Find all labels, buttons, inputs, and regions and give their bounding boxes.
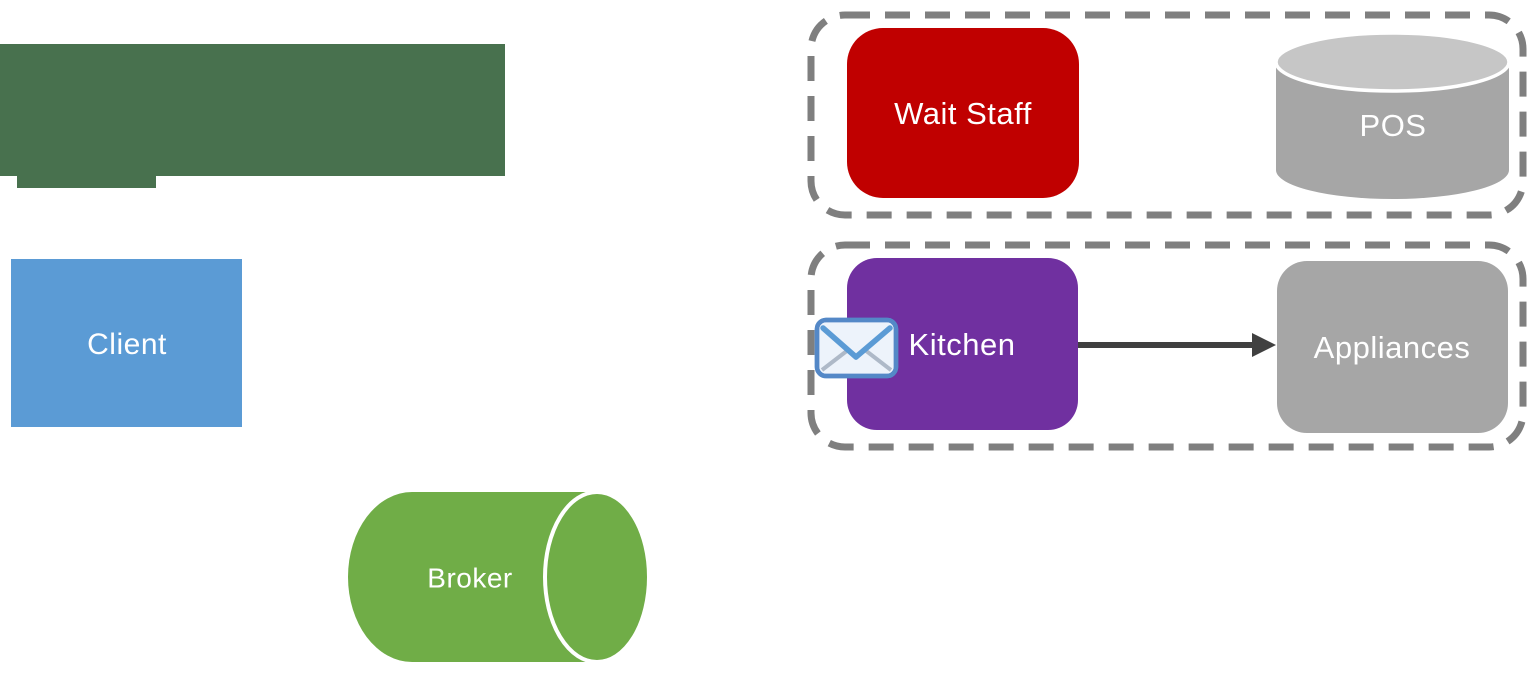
appliances-node: Appliances bbox=[1277, 261, 1508, 433]
envelope-flap bbox=[820, 325, 893, 360]
arrow-kitchen-to-appliances bbox=[1078, 333, 1276, 357]
green-banner-shape bbox=[0, 44, 505, 188]
pos-cylinder-top bbox=[1274, 31, 1511, 93]
arrow-head bbox=[1252, 333, 1276, 357]
client-node: Client bbox=[11, 259, 242, 427]
appliances-rect bbox=[1277, 261, 1508, 433]
appliances-label: Appliances bbox=[1314, 330, 1471, 365]
pos-cylinder-body bbox=[1276, 62, 1509, 199]
kitchen-rect bbox=[847, 258, 1078, 430]
client-label: Client bbox=[87, 328, 167, 361]
wait-staff-node: Wait Staff bbox=[847, 28, 1079, 198]
envelope-fold-right bbox=[863, 348, 893, 372]
envelope-icon bbox=[814, 317, 899, 379]
kitchen-label: Kitchen bbox=[909, 327, 1016, 362]
envelope-frame bbox=[814, 317, 899, 379]
broker-label: Broker bbox=[427, 562, 512, 593]
group-box-kitchen-appliances bbox=[807, 241, 1527, 451]
broker-node: Broker bbox=[348, 490, 651, 664]
pos-label: POS bbox=[1360, 108, 1427, 143]
client-rect bbox=[11, 259, 242, 427]
kitchen-node: Kitchen bbox=[847, 258, 1078, 430]
broker-cylinder-body bbox=[348, 492, 597, 662]
broker-cylinder-cap bbox=[543, 490, 651, 664]
pos-node: POS bbox=[1274, 31, 1511, 199]
envelope-fold-left bbox=[820, 348, 850, 372]
wait-staff-label: Wait Staff bbox=[894, 96, 1032, 131]
wait-staff-rect bbox=[847, 28, 1079, 198]
group-box-wait-staff-pos bbox=[807, 11, 1527, 219]
envelope-frame-border bbox=[814, 317, 899, 379]
green-banner-strip bbox=[17, 176, 156, 188]
green-banner-rect bbox=[0, 44, 505, 176]
